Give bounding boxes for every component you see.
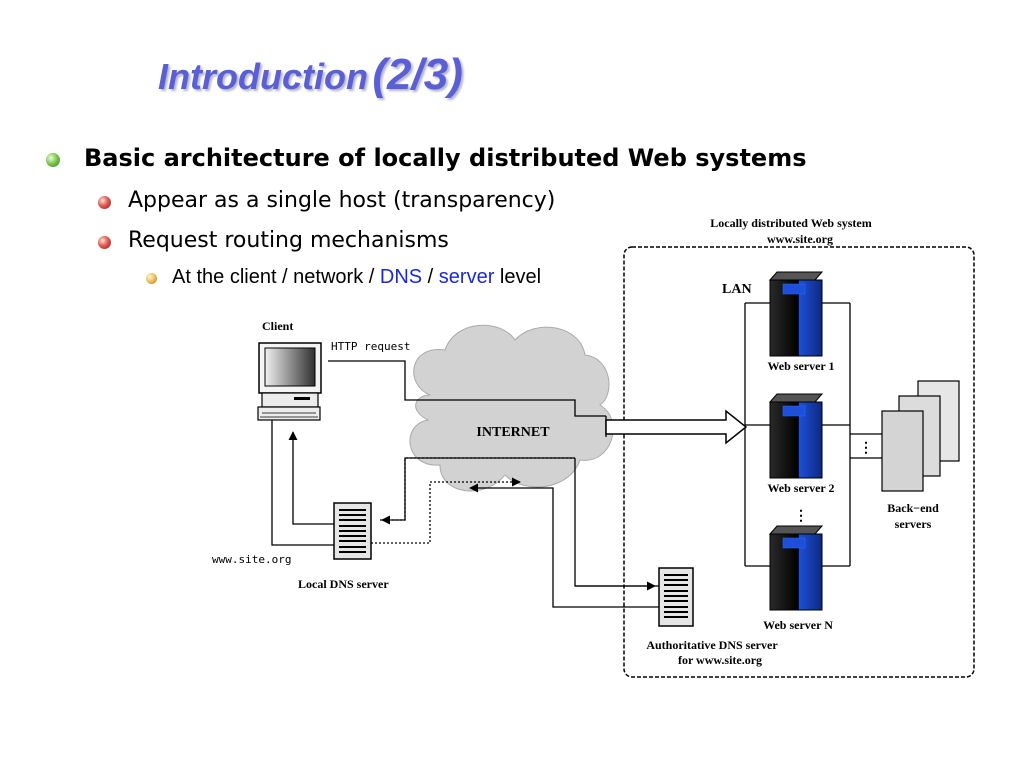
client-url-label: www.site.org xyxy=(212,553,291,566)
bullet-level3-prefix: At the client / network / xyxy=(172,266,380,288)
internet-label: INTERNET xyxy=(476,425,550,440)
backend-label-1: Back−end xyxy=(887,501,939,515)
bullet-level3-icon xyxy=(146,273,157,284)
lan-label: LAN xyxy=(722,282,752,297)
local-dns-server-icon xyxy=(333,502,372,560)
web-server-n-icon xyxy=(768,525,824,611)
client-label: Client xyxy=(262,319,293,333)
internet-cloud xyxy=(409,324,614,492)
system-url: www.site.org xyxy=(767,232,833,246)
http-request-path xyxy=(328,360,606,417)
backend-servers-icon xyxy=(881,380,960,492)
backend-label-2: servers xyxy=(895,517,932,531)
ellipsis-icon: ⋮ xyxy=(859,441,873,456)
bullet-level2-text-2: Request routing mechanisms xyxy=(128,228,449,253)
authoritative-dns-server-icon xyxy=(658,567,694,627)
http-request-arrow xyxy=(605,409,748,445)
web-server-2-label: Web server 2 xyxy=(767,481,834,495)
bullet-level3-text: At the client / network / DNS / server l… xyxy=(172,266,541,289)
slide-title-part: (2/3) xyxy=(372,50,463,99)
bullet-level1-text: Basic architecture of locally distribute… xyxy=(84,144,807,172)
system-boundary xyxy=(623,246,975,678)
web-server-n-label: Web server N xyxy=(763,618,833,632)
auth-dns-label-2: for www.site.org xyxy=(678,653,762,667)
auth-dns-label-1: Authoritative DNS server xyxy=(646,638,778,652)
web-server-1-icon xyxy=(768,271,824,357)
system-title: Locally distributed Web system xyxy=(710,216,871,230)
web-server-1-label: Web server 1 xyxy=(767,359,834,373)
web-server-2-icon xyxy=(768,393,824,479)
slide-title: Introduction (2/3) xyxy=(158,50,463,100)
bullet-level2-icon xyxy=(98,236,111,249)
client-computer-icon xyxy=(257,342,322,421)
server-highlight: server xyxy=(438,266,495,288)
dns-highlight: DNS xyxy=(379,266,423,288)
bullet-level1-icon xyxy=(46,153,60,167)
bullet-level3-suffix: level xyxy=(494,266,542,288)
bullet-level2-icon xyxy=(98,196,111,209)
bullet-level3-sep: / xyxy=(422,266,439,288)
ellipsis-icon: ⋮ xyxy=(794,509,808,524)
local-dns-label: Local DNS server xyxy=(298,577,389,591)
slide-title-main: Introduction xyxy=(158,56,368,97)
bullet-level2-text-1: Appear as a single host (transparency) xyxy=(128,188,556,213)
http-request-label: HTTP request xyxy=(331,340,410,353)
